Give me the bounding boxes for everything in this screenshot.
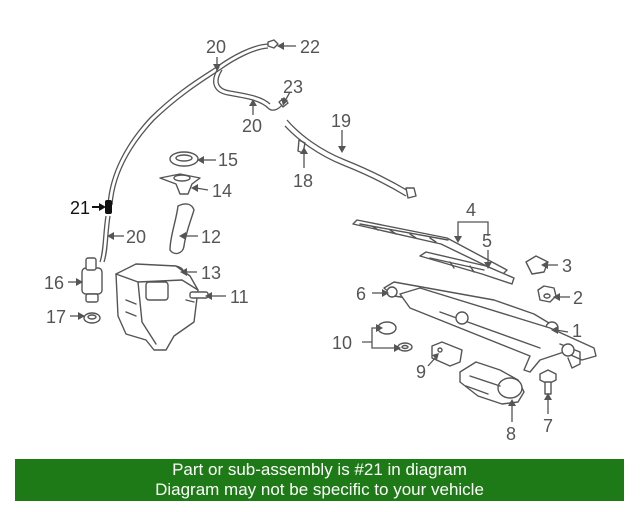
callout-22: 22	[300, 37, 320, 57]
washer-hose-branch	[213, 66, 283, 111]
callout-21: 21	[70, 198, 90, 218]
callout-8: 8	[506, 424, 516, 444]
banner-line-1: Part or sub-assembly is #21 in diagram	[172, 460, 467, 479]
washer-reservoir-11	[115, 263, 209, 351]
callout-14: 14	[212, 181, 232, 201]
washer-hose-lower	[99, 215, 107, 263]
wiper-blade-4-5	[352, 219, 515, 285]
callout-9: 9	[416, 362, 426, 382]
callout-17: 17	[46, 307, 66, 327]
callout-3: 3	[562, 256, 572, 276]
wiper-linkage-1	[399, 287, 597, 373]
callout-10: 10	[332, 333, 352, 353]
callout-7: 7	[543, 416, 553, 436]
hose-joint-22	[267, 39, 279, 49]
leader-lines	[68, 42, 570, 422]
washer-hose-right-inner	[284, 125, 407, 197]
wiper-motor-8	[459, 361, 525, 405]
washer-hose-branch-inner	[217, 69, 271, 105]
callout-11: 11	[230, 287, 249, 307]
callout-20-top: 20	[206, 37, 226, 57]
bolt-7	[539, 369, 557, 395]
banner-line-2: Diagram may not be specific to your vehi…	[155, 480, 484, 499]
callout-12: 12	[201, 227, 221, 247]
washer-hose-main-inner	[111, 47, 269, 206]
callout-4: 4	[466, 200, 476, 220]
info-banner: Part or sub-assembly is #21 in diagram D…	[15, 459, 624, 501]
callout-6: 6	[356, 284, 366, 304]
callout-19: 19	[331, 111, 351, 131]
callout-1: 1	[572, 321, 582, 341]
washer-pump-16	[81, 257, 103, 303]
callout-2: 2	[573, 288, 583, 308]
reservoir-cap-15	[169, 151, 199, 167]
callout-13: 13	[201, 263, 221, 283]
callout-20-mid: 20	[242, 116, 262, 136]
connector-21	[105, 200, 112, 214]
washer-hose-main	[107, 43, 269, 206]
callout-16: 16	[44, 273, 64, 293]
hose-end-fitting	[405, 187, 417, 199]
grommet-10-lower	[397, 342, 413, 352]
washer-hose-lower-inner	[103, 215, 111, 263]
filler-neck-14	[159, 173, 201, 195]
callout-20-low: 20	[126, 227, 146, 247]
callout-18: 18	[293, 171, 313, 191]
filler-hose-12	[169, 203, 195, 255]
callout-15: 15	[218, 150, 238, 170]
callout-5: 5	[482, 231, 492, 251]
washer-hose-right	[286, 119, 411, 193]
callout-23: 23	[283, 77, 303, 97]
